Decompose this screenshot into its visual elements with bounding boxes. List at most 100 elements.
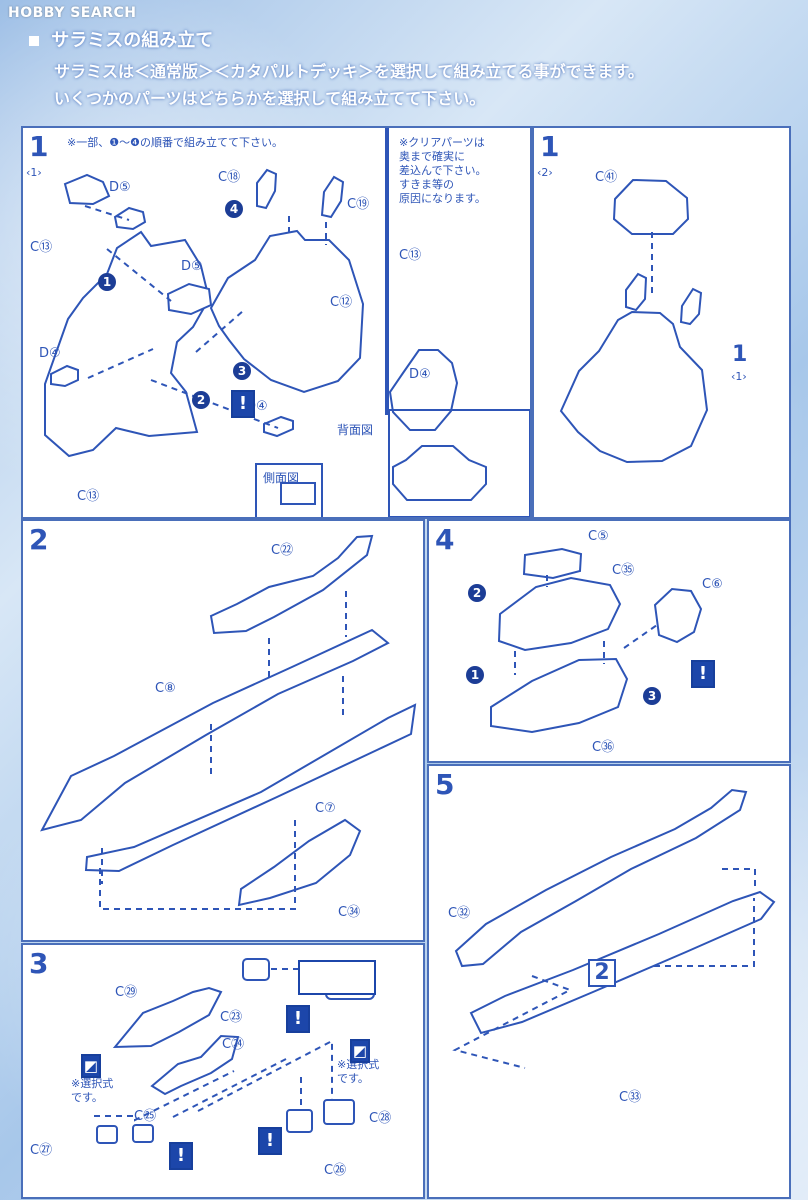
step-1-illustration <box>44 128 530 517</box>
reference-step-number: 2 <box>588 959 616 987</box>
label-c27: C㉗ <box>30 1143 53 1158</box>
intro-text: サラミスは＜通常版＞＜カタパルトデッキ＞を選択して組み立てる事ができます。 いく… <box>54 58 789 112</box>
order-badge-1: 1 <box>466 666 484 684</box>
step-number: 1 <box>540 130 560 163</box>
assembly-line-1 <box>94 1070 235 1122</box>
c33-lower-hull-piece <box>469 890 776 1035</box>
label-c33: C㉝ <box>619 1090 642 1105</box>
assembled-tower-piece <box>559 310 709 464</box>
d4-piece <box>50 364 79 388</box>
label-c41: C㊶ <box>595 170 618 185</box>
label-c32: C㉜ <box>448 906 471 921</box>
upper-hull-piece <box>454 788 748 968</box>
step-number: 4 <box>435 523 455 556</box>
intro-line-1: サラミスは＜通常版＞＜カタパルトデッキ＞を選択して組み立てる事ができます。 <box>54 62 644 81</box>
step-5-illustration <box>452 788 776 1069</box>
c19-piece <box>320 175 345 219</box>
step-1-subassembly-illustration <box>559 178 709 464</box>
side-view-label: 側面図 <box>263 471 300 485</box>
label-c19: C⑲ <box>347 197 370 212</box>
c23-piece <box>242 958 270 981</box>
back-view-piece <box>392 445 487 501</box>
d4-small-piece <box>263 415 294 438</box>
c22-upper-piece <box>209 534 374 635</box>
back-view-frame <box>388 409 530 517</box>
substep-label: ‹1› <box>26 166 42 179</box>
side-view-frame <box>255 463 323 517</box>
warning-icon-top: ! <box>286 1005 310 1033</box>
label-c36: C㊱ <box>592 740 615 755</box>
label-d4-right: D④ <box>409 367 431 382</box>
assembly-line-6 <box>84 205 130 221</box>
label-c35: C㉟ <box>612 563 635 578</box>
label-d4-left: D④ <box>39 346 61 361</box>
step-number: 1 <box>29 130 49 163</box>
detail-box <box>298 960 376 995</box>
label-c24: C㉔ <box>222 1037 245 1052</box>
warning-icon-bottom: ! <box>169 1142 193 1170</box>
order-badge-4: 4 <box>225 200 243 218</box>
c35-piece <box>497 576 622 652</box>
c36-piece <box>490 657 629 734</box>
step-4-illustration <box>490 547 703 734</box>
clear-part-note: ※クリアパーツは 奥まで確実に 差込んで下さい。 すきま等の 原因になります。 <box>399 136 487 205</box>
label-c6: C⑥ <box>702 577 723 592</box>
c26-piece <box>286 1109 313 1133</box>
assembly-line-3 <box>197 1039 333 1112</box>
step-number: 3 <box>29 947 49 980</box>
label-d5-top: D⑤ <box>109 180 131 195</box>
selection-note-left: ※選択式 です。 <box>71 1077 114 1104</box>
c6-piece <box>653 587 703 644</box>
order-badge-3: 3 <box>233 362 251 380</box>
label-c18: C⑱ <box>218 170 241 185</box>
c24-piece <box>150 1034 240 1096</box>
label-c7: C⑦ <box>315 801 336 816</box>
c13-small-piece <box>63 173 111 206</box>
c34-bottom-piece <box>237 818 362 907</box>
label-c13-top: C⑬ <box>30 240 53 255</box>
title-square-icon <box>29 36 39 46</box>
warning-icon-bottom-right: ! <box>258 1127 282 1155</box>
label-c12: C⑫ <box>330 295 353 310</box>
step-2-panel: 2 C㉒ C⑧ C⑦ C㉞ <box>21 519 425 942</box>
c41-piece <box>612 178 690 235</box>
d5-small-piece <box>113 206 147 231</box>
c8-main-deck-piece <box>40 628 390 832</box>
assembly-line-1 <box>106 248 172 302</box>
assembly-line-4 <box>623 624 658 649</box>
label-c13-right: C⑬ <box>399 248 422 263</box>
d5-middle-piece <box>166 282 213 316</box>
label-c29: C㉙ <box>115 985 138 1000</box>
label-c13-bottom: C⑬ <box>77 489 100 504</box>
order-badge-2: 2 <box>468 584 486 602</box>
hobby-search-watermark: HOBBY SEARCH <box>8 5 137 21</box>
c7-lower-deck-piece <box>84 703 417 873</box>
warning-icon: ! <box>691 660 715 688</box>
warning-icon: ! <box>231 390 255 418</box>
c5-piece <box>522 547 583 580</box>
header: サラミスの組み立て サラミスは＜通常版＞＜カタパルトデッキ＞を選択して組み立てる… <box>29 26 789 112</box>
step-1-panel-2: 1 ‹2› C㊶ 1 ‹1› <box>532 126 791 519</box>
label-d5-middle: D⑤ <box>181 259 203 274</box>
assembly-line-7 <box>87 348 154 379</box>
order-badge-3: 3 <box>643 687 661 705</box>
label-c25: C㉕ <box>134 1109 157 1124</box>
order-badge-1: 1 <box>98 273 116 291</box>
assembly-line-3 <box>722 868 756 889</box>
step-2-illustration <box>40 534 417 910</box>
selection-icon-left: ◩ <box>81 1054 101 1078</box>
label-c8: C⑧ <box>155 681 176 696</box>
page-title: サラミスの組み立て <box>29 26 789 52</box>
reference-step-number: 1 <box>732 342 748 367</box>
assembly-line-2 <box>150 379 279 429</box>
assembly-order-note: ※一部、❶～❹の順番で組み立てて下さい。 <box>67 136 283 149</box>
label-c28: C㉘ <box>369 1111 392 1126</box>
step-1-panel-1: 1 ‹1› ※一部、❶～❹の順番で組み立てて下さい。 C⑬ D⑤ D⑤ D④ C… <box>21 126 532 519</box>
side-view-piece <box>280 482 316 505</box>
step-3-panel: 3 C㉙ C㉓ C㉔ C㉕ C㉗ C㉖ C㉘ ※選択式 です。 ※選択式 です。… <box>21 943 425 1199</box>
c18-piece <box>256 168 278 210</box>
step-number: 2 <box>29 523 49 556</box>
c28-piece <box>323 1099 355 1125</box>
assembly-line-2 <box>654 898 755 967</box>
back-view-label: 背面図 <box>337 423 374 437</box>
